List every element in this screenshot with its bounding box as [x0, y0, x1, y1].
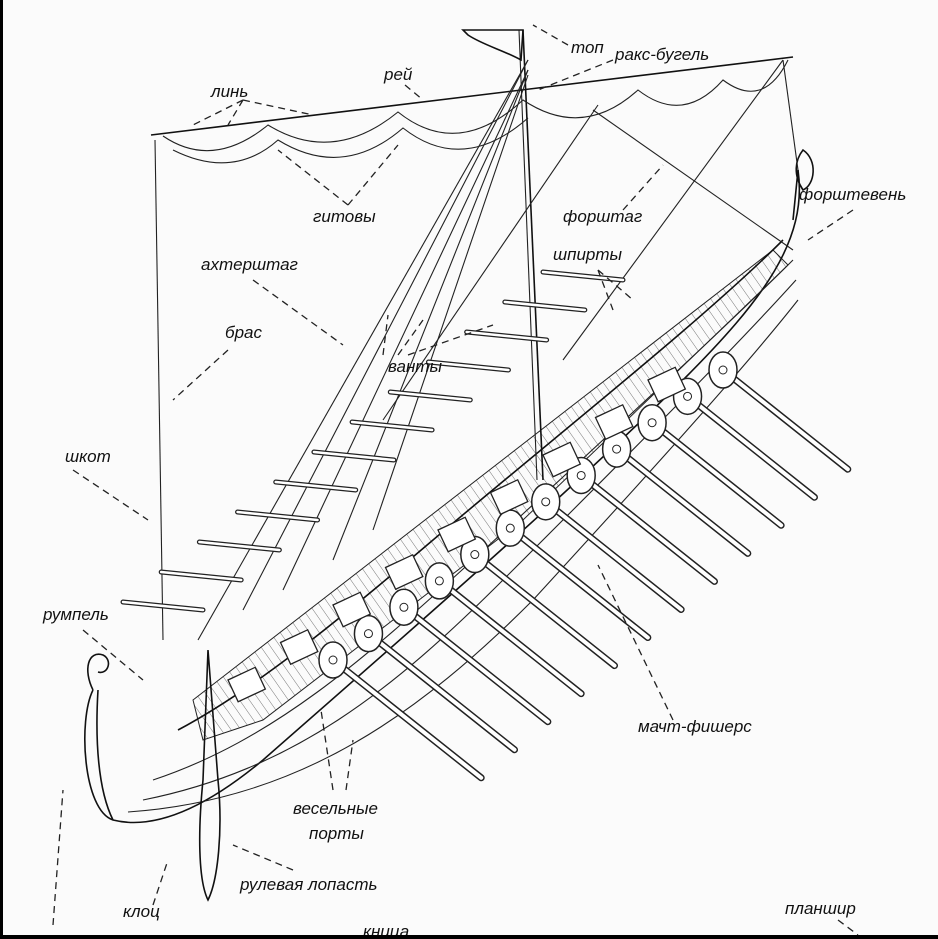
wind-vane: [461, 29, 524, 62]
sea-chest: [227, 666, 267, 703]
label-lin: линь: [210, 82, 248, 101]
shield-boss: [505, 523, 515, 533]
shield-boss: [470, 550, 480, 560]
label-forshteven: форштевень: [799, 185, 906, 204]
shield-boss: [363, 629, 373, 639]
far-oar-highlight: [236, 510, 319, 522]
label-rumpel: румпель: [42, 605, 109, 624]
label-shpirty: шпирты: [553, 245, 623, 264]
far-oar-highlight: [159, 570, 243, 582]
oar-highlight: [437, 578, 584, 696]
far-oar-highlight: [503, 300, 587, 312]
sea-chest: [647, 366, 687, 403]
oars: [120, 269, 852, 782]
shield-boss: [683, 391, 693, 401]
shield-boss: [434, 576, 444, 586]
shield-boss: [328, 655, 338, 665]
label-gitovy: гитовы: [313, 207, 376, 226]
sea-chest: [542, 441, 582, 478]
sea-chest: [332, 591, 372, 628]
ship-drawing: топ ракс-бугель рей линь гитовы форштаг …: [42, 24, 906, 939]
far-oar-highlight: [427, 360, 510, 372]
shield-boss: [718, 365, 728, 375]
shield-boss: [541, 497, 551, 507]
shields: [227, 351, 738, 703]
oar-highlight: [579, 473, 717, 584]
label-rulevaya-lopast: рулевая лопасть: [239, 875, 377, 894]
label-bras: брас: [225, 323, 262, 342]
deck: [192, 249, 789, 741]
label-raks-bugel: ракс-бугель: [614, 45, 709, 64]
label-akhtershtag: ахтерштаг: [201, 255, 298, 274]
sea-chest: [279, 628, 319, 666]
label-planshir: планшир: [785, 899, 856, 918]
shield-boss: [576, 470, 586, 480]
label-veselnye: весельные: [293, 799, 378, 818]
far-oar-highlight: [389, 390, 472, 402]
shield-boss: [647, 418, 657, 428]
label-macht-fishers: мачт-фишерс: [638, 717, 752, 736]
far-oar-highlight: [198, 540, 281, 552]
label-klots: клоц: [123, 902, 160, 921]
sea-chest: [437, 516, 477, 553]
far-oar-highlight: [541, 270, 625, 282]
shield-boss: [399, 602, 409, 612]
oar-highlight: [685, 394, 817, 500]
oar-highlight: [331, 658, 484, 780]
leader-lines: [52, 24, 859, 935]
label-top: топ: [571, 38, 604, 57]
steering-oar: [198, 649, 221, 902]
oar-highlight: [650, 420, 784, 528]
far-oar-highlight: [274, 480, 357, 492]
label-rei: рей: [383, 65, 413, 84]
oar-highlight: [472, 552, 617, 668]
far-oar-highlight: [121, 600, 205, 612]
rigging: [197, 59, 794, 641]
label-knitsa: кница: [363, 922, 409, 939]
sea-chest: [594, 403, 634, 441]
far-oar-highlight: [465, 330, 548, 342]
shield-boss: [612, 444, 622, 454]
oar-highlight: [366, 631, 517, 752]
yard-and-sail: [150, 56, 799, 641]
label-porty: порты: [309, 824, 364, 843]
mast: [461, 29, 544, 481]
label-shkot: шкот: [65, 447, 111, 466]
sea-chest: [384, 553, 424, 591]
oar-highlight: [508, 526, 650, 640]
sea-chest: [489, 478, 529, 516]
oar-highlight: [401, 605, 550, 724]
far-oar-highlight: [312, 450, 396, 462]
oar-highlight: [721, 368, 850, 472]
oar-highlight: [614, 447, 750, 556]
label-vanty: ванты: [388, 357, 442, 376]
oar-highlight: [543, 499, 684, 612]
label-forshtag: форштаг: [563, 207, 642, 226]
far-oar-highlight: [350, 420, 434, 432]
